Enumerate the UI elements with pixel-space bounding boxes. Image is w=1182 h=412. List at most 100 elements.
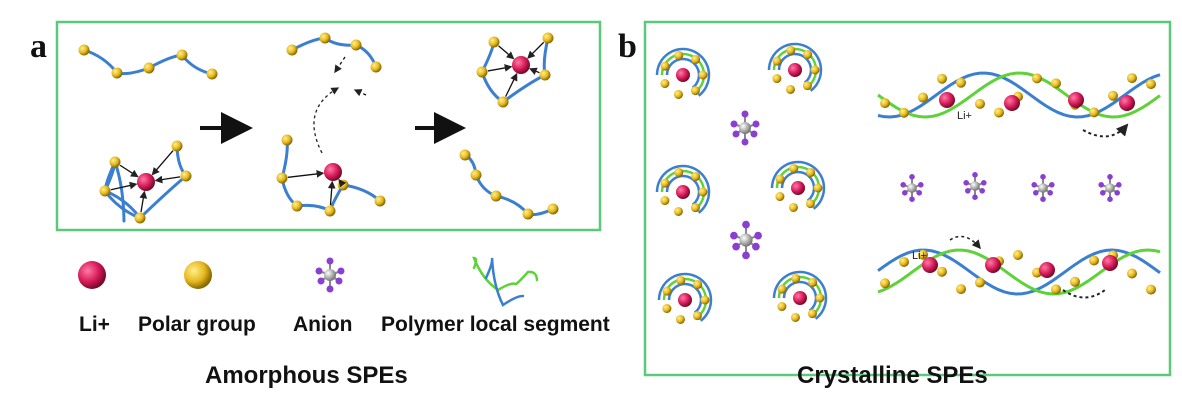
hop-arrow [334,56,346,74]
polar-group [790,312,800,322]
polar-group [880,278,890,289]
polar-group [1089,255,1099,266]
fluorine-atom [742,220,750,229]
coordination-arrow [151,150,174,176]
fluorine-atom [1040,196,1046,202]
lithium-ion [324,163,342,181]
coordination-arrow [110,181,138,191]
fluorine-atom [1098,182,1104,188]
polar-group [476,66,488,78]
coordination-arrow [487,64,513,72]
polar-group [281,134,293,146]
polar-group [693,280,703,290]
fluorine-atom [972,172,978,178]
polar-group [772,56,782,66]
lithium-ion [678,293,692,307]
li-label-bottom: Li+ [912,250,927,262]
hop-arrow [949,235,981,250]
polar-group [171,140,183,152]
fluorine-atom [916,190,922,196]
polar-group [522,208,534,220]
polar-group [691,55,701,65]
polar-group [775,174,785,184]
polar-group [1108,90,1118,101]
polar-group [700,295,710,305]
polar-group [899,107,909,118]
lithium-ion [1119,95,1135,111]
polar-group [206,68,218,80]
hop-arrow [353,89,367,97]
polar-group [673,89,683,99]
polar-group [777,284,787,294]
lithium-ion [1004,95,1020,111]
coordination-arrow [287,170,325,178]
polar-group [547,203,559,215]
polymer-chain [103,157,142,223]
panel-a-frame [55,20,602,232]
fluorine-atom [1100,190,1106,196]
polar-group [490,190,502,202]
anion-center [907,183,917,193]
polar-group [1051,78,1061,89]
fluorine-atom [730,120,738,128]
polar-group [692,311,702,321]
fluorine-atom [732,242,740,251]
fluorine-atom [972,194,978,200]
polar-group [880,98,890,109]
fluorine-atom [1107,174,1113,180]
polar-group [1051,284,1061,295]
polar-group [675,314,685,324]
polar-group [1032,73,1042,84]
polar-group [660,61,670,71]
anion-center [1105,183,1115,193]
polar-group [134,212,146,224]
lithium-ion [1068,92,1084,108]
polar-group [319,32,331,44]
polar-group [789,163,799,173]
coordination-arrow [327,180,336,206]
polar-group [676,275,686,285]
coordination-arrow [139,190,148,213]
polymer-segment-icon [484,257,525,307]
fluorine-atom [1047,190,1053,196]
polar-group [815,293,825,303]
fluorine-atom [752,120,760,128]
hop-arrow [1082,123,1129,138]
lithium-ion [939,92,955,108]
polar-group [470,169,482,181]
fluorine-atom [741,138,749,146]
polymer-chain [463,153,555,217]
polar-group [785,84,795,94]
polar-group [937,266,947,277]
polar-group [324,205,336,217]
polar-group [899,256,909,267]
lithium-ion [676,185,690,199]
lithium-ion [1102,255,1118,271]
polar-group [184,261,212,289]
polar-group [786,45,796,55]
polar-group [143,62,155,74]
polar-group [805,199,815,209]
polymer-helix [877,71,1161,119]
polar-group [111,67,123,79]
polar-group [674,167,684,177]
lithium-ion [922,257,938,273]
anion-center [1038,183,1048,193]
lithium-ion [78,261,106,289]
fluorine-atom [900,182,906,188]
polar-group [660,196,670,206]
lithium-ion [985,257,1001,273]
fluorine-atom [918,182,924,188]
helix-end-view [767,42,823,92]
legend-label-polar-group: Polar group [138,313,256,336]
fluorine-atom [752,242,760,251]
polar-group [791,273,801,283]
polar-group [810,65,820,75]
polar-group [291,200,303,212]
polar-group [674,50,684,60]
polar-group [690,203,700,213]
legend-label-polymer-segment: Polymer local segment [381,313,610,336]
polar-group [1089,107,1099,118]
fluorine-atom [732,130,740,138]
